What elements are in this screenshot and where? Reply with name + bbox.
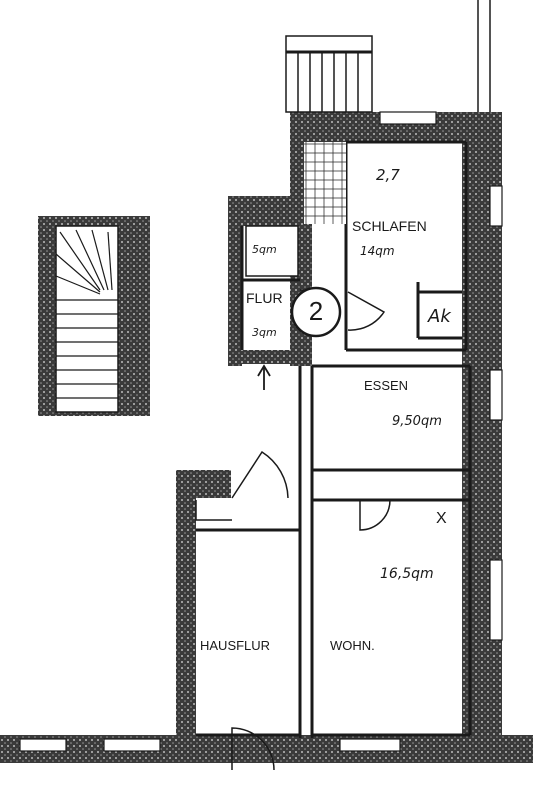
- balcony: [285, 0, 491, 113]
- room-label-essen: ESSEN: [364, 378, 409, 393]
- room-area-schlafen: 14qm: [360, 244, 395, 258]
- room-dimension-schlafen: 2,7: [376, 166, 400, 184]
- room-label-schlafen: SCHLAFEN: [352, 218, 427, 234]
- entrance-arrow-icon: [257, 364, 271, 390]
- alcove-box: [416, 282, 462, 340]
- room-label-hausflur: HAUSFLUR: [200, 638, 271, 653]
- bathroom-tiles: [245, 142, 346, 277]
- room-label-flur: FLUR: [246, 290, 283, 306]
- unit-number: 2: [308, 296, 324, 326]
- staircase-icon: [38, 216, 150, 416]
- cross-marker: X: [436, 510, 447, 527]
- windows: [19, 111, 503, 752]
- unit-number-circle: [290, 286, 342, 338]
- room-label-wohn: WOHN.: [330, 638, 375, 653]
- room-area-flur: 3qm: [252, 326, 277, 339]
- alcove-label: Ak: [428, 306, 451, 327]
- room-area-essen: 9,50qm: [392, 414, 442, 429]
- room-area-bath: 5qm: [252, 243, 277, 256]
- room-area-wohn: 16,5qm: [380, 566, 434, 582]
- exterior-walls: [0, 112, 533, 763]
